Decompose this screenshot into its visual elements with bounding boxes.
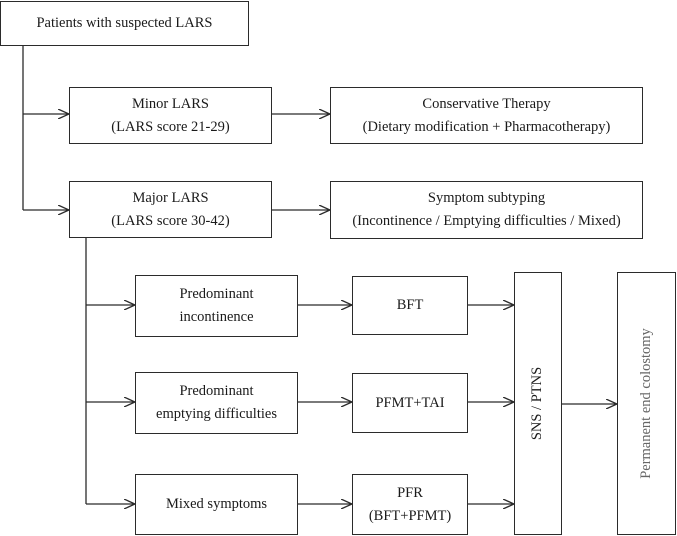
symptom-subtyping-title: Symptom subtyping <box>427 190 546 206</box>
bft-box: BFT <box>352 276 468 335</box>
pfr-line1: PFR <box>397 484 423 501</box>
major-lars-score: (LARS score 30-42) <box>111 212 230 229</box>
minor-lars-title: Minor LARS <box>132 95 209 112</box>
incontinence-line1: Predominant <box>179 286 254 302</box>
mixed-symptoms-box: Mixed symptoms <box>135 474 298 535</box>
incontinence-line2: incontinence <box>179 309 254 325</box>
predominant-incontinence-box: Predominant incontinence <box>135 275 298 337</box>
pfr-box: PFR (BFT+PFMT) <box>352 474 468 535</box>
permanent-colostomy-label: Permanent end colostomy <box>638 328 655 479</box>
pfmt-tai-box: PFMT+TAI <box>352 373 468 433</box>
sns-ptns-box: SNS / PTNS <box>514 272 562 535</box>
symptom-subtyping-detail: (Incontinence / Emptying difficulties / … <box>352 213 621 229</box>
patients-label: Patients with suspected LARS <box>36 15 213 31</box>
minor-lars-score: (LARS score 21-29) <box>111 118 230 135</box>
predominant-emptying-box: Predominant emptying difficulties <box>135 372 298 434</box>
conservative-therapy-title: Conservative Therapy <box>422 95 551 112</box>
emptying-line2: emptying difficulties <box>156 406 277 422</box>
pfr-line2: (BFT+PFMT) <box>368 507 452 524</box>
bft-label: BFT <box>396 297 424 313</box>
mixed-symptoms-label: Mixed symptoms <box>165 496 268 512</box>
sns-ptns-label: SNS / PTNS <box>529 366 546 441</box>
conservative-therapy-box: Conservative Therapy (Dietary modificati… <box>330 87 643 144</box>
pfmt-tai-label: PFMT+TAI <box>375 394 445 411</box>
permanent-colostomy-box: Permanent end colostomy <box>617 272 676 535</box>
symptom-subtyping-box: Symptom subtyping (Incontinence / Emptyi… <box>330 181 643 239</box>
minor-lars-box: Minor LARS (LARS score 21-29) <box>69 87 272 144</box>
major-lars-box: Major LARS (LARS score 30-42) <box>69 181 272 238</box>
major-lars-title: Major LARS <box>132 189 209 206</box>
conservative-therapy-detail: (Dietary modification + Pharmacotherapy) <box>362 118 611 135</box>
patients-box: Patients with suspected LARS <box>0 1 249 46</box>
emptying-line1: Predominant <box>179 383 254 399</box>
